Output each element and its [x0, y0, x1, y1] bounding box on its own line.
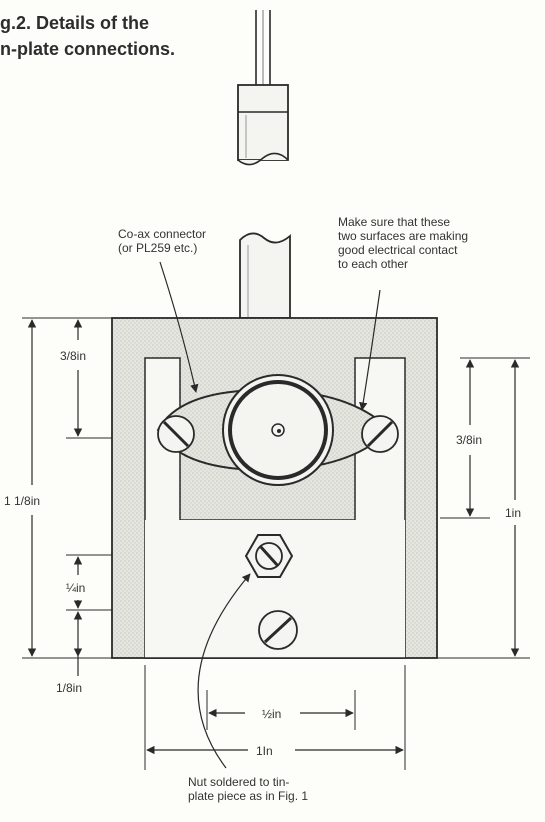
- coax-label: Co-ax connector (or PL259 etc.): [118, 227, 209, 255]
- dim-right-total: 1in: [505, 506, 521, 520]
- dimension-arrows: [27, 319, 520, 755]
- contact-label-line-2: two surfaces are making: [338, 229, 468, 243]
- dim-eighth: 1/8in: [56, 681, 82, 695]
- nut-label: Nut soldered to tin- plate piece as in F…: [188, 775, 308, 803]
- left-screw-icon: [157, 415, 195, 453]
- dim-half: ½in: [262, 707, 281, 721]
- contact-label: Make sure that these two surfaces are ma…: [338, 215, 471, 271]
- dim-right-slot: 3/8in: [456, 433, 482, 447]
- connector-flange: [156, 374, 392, 486]
- contact-leader-line: [359, 289, 381, 411]
- coax-label-line-1: Co-ax connector: [118, 227, 206, 241]
- contact-label-line-3: good electrical contact: [338, 243, 458, 257]
- contact-label-line-4: to each other: [338, 257, 408, 271]
- tin-plate: [111, 317, 438, 659]
- coax-leader-line: [159, 261, 199, 393]
- dim-quarter: ¼in: [66, 581, 85, 595]
- dim-bottom-width: 1In: [256, 744, 273, 758]
- figure-title-line-2: n-plate connections.: [0, 39, 176, 59]
- bottom-screw-icon: [258, 610, 298, 650]
- nut-label-line-1: Nut soldered to tin-: [188, 775, 289, 789]
- coax-plug-sleeve: [237, 84, 289, 166]
- coax-connector-body: [239, 232, 291, 319]
- contact-label-line-1: Make sure that these: [338, 215, 450, 229]
- figure-title-line-1: g.2. Details of the: [0, 13, 150, 33]
- coax-label-line-2: (or PL259 etc.): [118, 241, 197, 255]
- extension-lines: [22, 317, 530, 770]
- nut-label-line-2: plate piece as in Fig. 1: [188, 789, 308, 803]
- hex-nut-icon: [244, 534, 294, 578]
- coax-cable-upper: [255, 10, 271, 85]
- nut-leader-line: [197, 573, 251, 769]
- dim-overall-height: 1 1/8in: [4, 494, 40, 508]
- figure-title: g.2. Details of the n-plate connections.: [0, 10, 240, 62]
- dim-top-left: 3/8in: [60, 349, 86, 363]
- right-screw-icon: [361, 415, 399, 453]
